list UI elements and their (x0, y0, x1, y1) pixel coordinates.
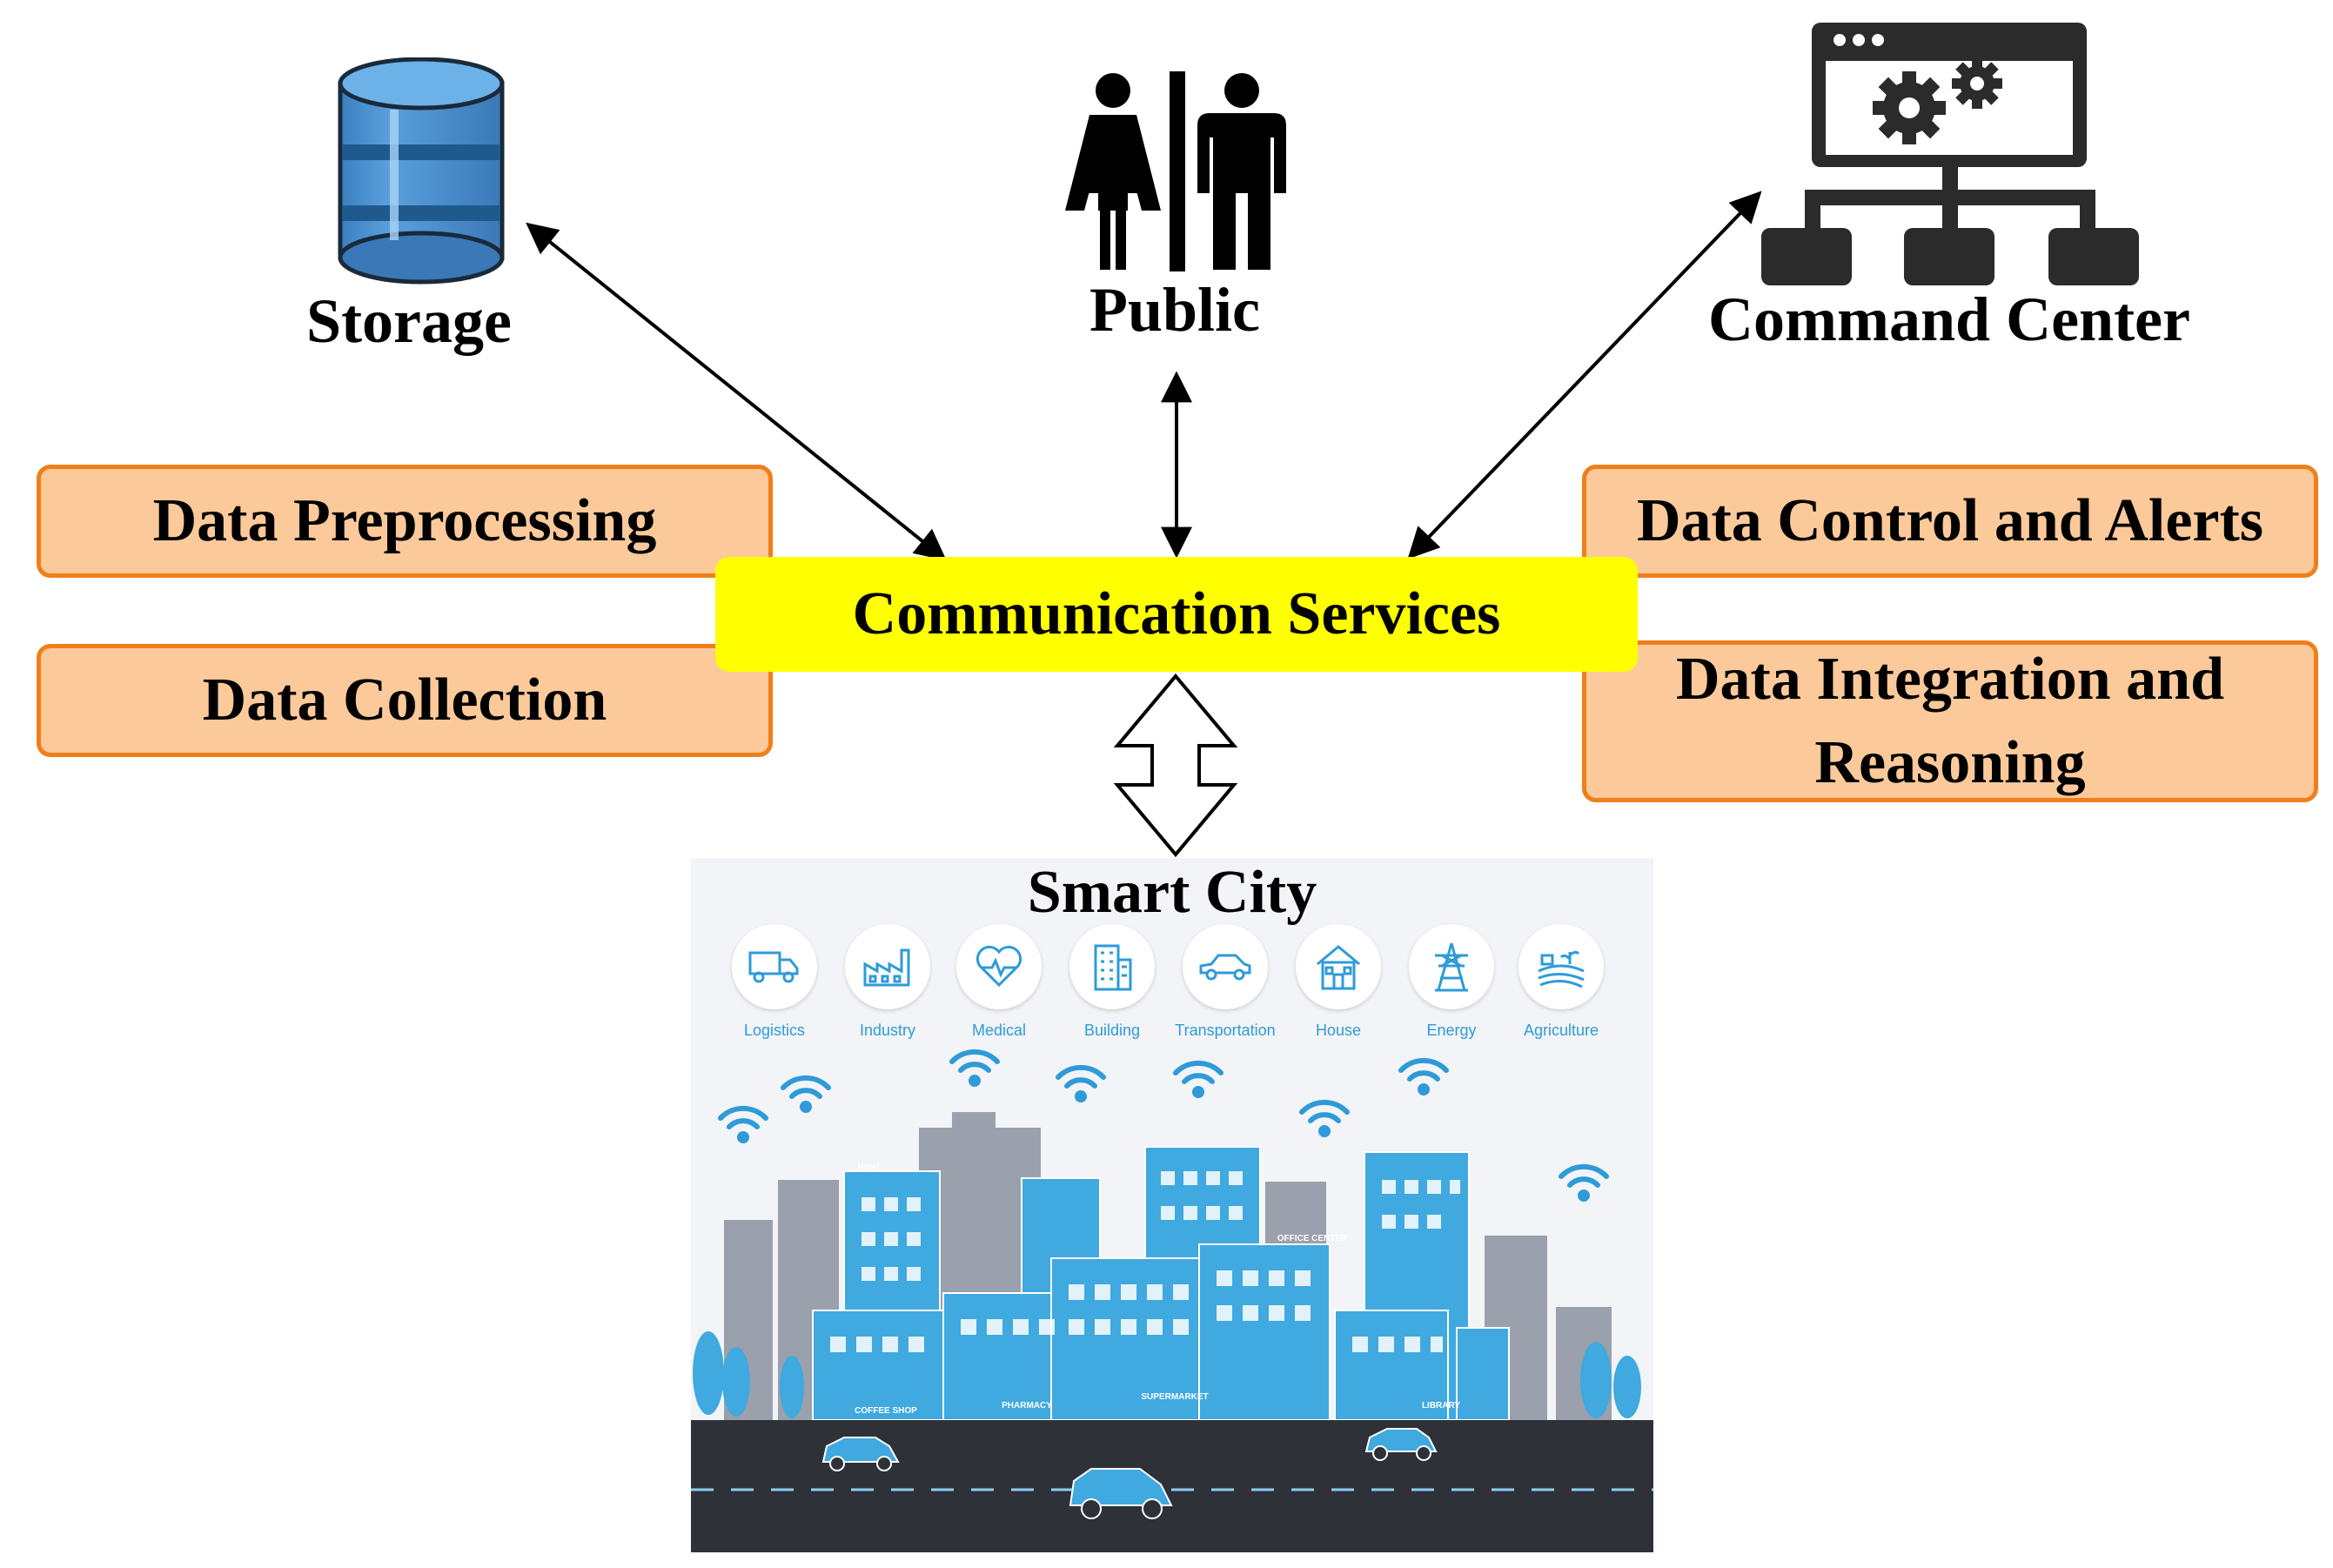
car-icon (821, 1437, 900, 1471)
restroom-people-icon (1065, 71, 1286, 271)
category-transportation: Transportation (1173, 924, 1277, 1040)
public-label: Public (1089, 275, 1261, 345)
sign-pharmacy: PHARMACY (1002, 1401, 1052, 1411)
storage-label: Storage (306, 286, 512, 356)
category-energy: Energy (1399, 924, 1504, 1040)
sign-office-center: OFFICE CENTER (1277, 1234, 1348, 1243)
category-label: Industry (859, 1022, 916, 1039)
data-integration-line1: Data Integration and (1675, 646, 2225, 713)
sign-supermarket: SUPERMARKET (1141, 1392, 1208, 1402)
smart-city-illustration: Logistics Industry Medical Building Tran… (691, 858, 1653, 1552)
data-control-alerts-box: Data Control and Alerts (1582, 465, 2318, 578)
category-medical: Medical (947, 924, 1051, 1040)
category-label: Agriculture (1523, 1022, 1599, 1039)
communication-services-box: Communication Services (715, 557, 1638, 672)
category-label: Logistics (743, 1022, 806, 1039)
category-label: Energy (1426, 1022, 1477, 1039)
category-agriculture: Agriculture (1509, 924, 1613, 1040)
command-link-arrow (1407, 191, 1762, 560)
command-center-label: Command Center (1708, 285, 2190, 354)
data-preprocessing-box: Data Preprocessing (37, 465, 773, 578)
car-icon (1199, 954, 1251, 981)
category-house: House (1286, 924, 1391, 1040)
command-center-network-icon (1761, 23, 2139, 285)
category-logistics: Logistics (722, 924, 827, 1040)
heartbeat-icon (975, 945, 1022, 988)
road (691, 1420, 1653, 1552)
category-industry: Industry (835, 924, 940, 1040)
truck-icon (748, 951, 799, 983)
category-label: Medical (971, 1022, 1027, 1039)
category-label: Transportation (1175, 1022, 1276, 1039)
car-icon (1364, 1428, 1438, 1461)
factory-icon (863, 948, 910, 987)
storage-link-arrow (526, 222, 947, 561)
category-label: Building (1083, 1022, 1141, 1039)
building-icon (1094, 944, 1132, 991)
sign-coffee-shop: COFFEE SHOP (855, 1406, 917, 1416)
smart-city-label: Smart City (1027, 859, 1317, 926)
sign-library: LIBRARY (1422, 1401, 1460, 1411)
sign-hotel: Hotel (858, 1163, 880, 1172)
data-integration-reasoning-box: Data Integration and Reasoning (1582, 640, 2318, 802)
data-collection-box: Data Collection (37, 644, 773, 757)
power-tower-icon (1435, 942, 1468, 992)
category-building: Building (1060, 924, 1164, 1040)
data-integration-line2: Reasoning (1814, 729, 2086, 796)
category-label: House (1315, 1022, 1362, 1039)
database-icon (338, 57, 505, 285)
wifi-icon (718, 1049, 1609, 1202)
double-arrow-icon (1113, 673, 1238, 858)
car-icon (1069, 1468, 1173, 1519)
farm-icon (1538, 950, 1585, 988)
city-skyline: Hotel OFFICE CENTER COFFEE SHOP PHARMACY… (691, 1049, 1653, 1552)
house-icon (1317, 945, 1360, 990)
